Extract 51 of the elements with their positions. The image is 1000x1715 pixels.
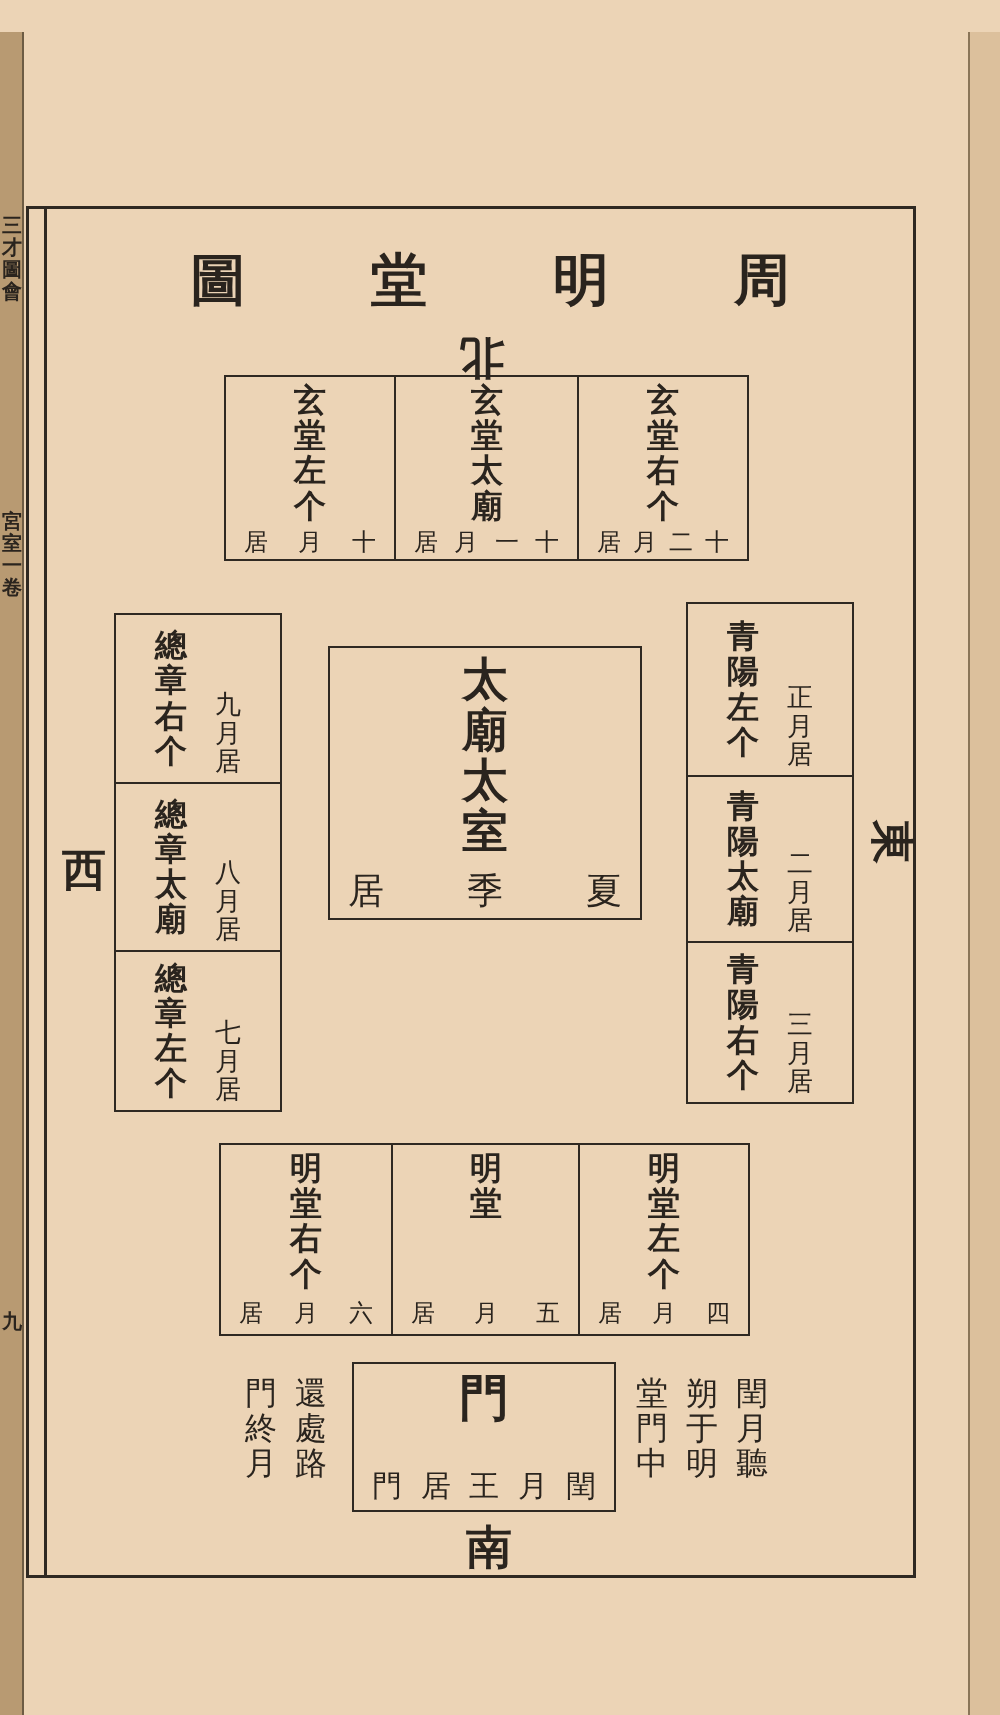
month-label: 十二月居 <box>597 527 729 557</box>
page-number: 九 <box>2 1310 22 1332</box>
month-label: 正月居 <box>787 683 813 769</box>
room-box <box>114 950 282 1112</box>
room-box <box>577 375 749 561</box>
room-name: 太廟太室 <box>462 654 508 857</box>
diagram-title: 周明堂圖 <box>190 246 790 314</box>
room-box <box>686 941 854 1104</box>
month-label: 六月居 <box>239 1299 373 1328</box>
room-box <box>224 375 396 561</box>
room-name: 明堂左个 <box>648 1151 680 1292</box>
room-name: 總章右个 <box>155 628 187 769</box>
room-name: 青陽左个 <box>727 619 759 760</box>
room-box <box>114 782 282 952</box>
room-name: 青陽右个 <box>727 952 759 1093</box>
room-box <box>686 775 854 943</box>
margin-title: 宮室一卷 <box>2 510 22 598</box>
month-label: 四月居 <box>598 1299 730 1328</box>
room-box <box>578 1143 750 1336</box>
month-label: 九月居 <box>215 690 241 776</box>
room-name: 總章太廟 <box>155 796 187 938</box>
direction-label: 北 <box>460 334 504 383</box>
note-text: 閏月聽朔于明堂門中 <box>636 1376 768 1482</box>
room-name: 總章左个 <box>155 960 187 1102</box>
month-label: 七月居 <box>215 1018 241 1104</box>
room-name: 青陽太廟 <box>727 788 759 930</box>
month-label: 三月居 <box>787 1010 813 1096</box>
room-name: 門 <box>459 1370 509 1425</box>
room-name: 玄堂右个 <box>647 383 679 524</box>
room-name: 玄堂左个 <box>294 383 326 524</box>
direction-label: 東 <box>867 820 917 865</box>
room-box <box>328 646 642 920</box>
margin-title: 三才圖會 <box>2 214 22 302</box>
room-box <box>391 1143 580 1336</box>
room-name: 明堂右个 <box>290 1151 322 1292</box>
room-name: 玄堂太廟 <box>470 383 503 524</box>
month-label: 閏月王居門 <box>372 1468 596 1504</box>
room-box <box>686 602 854 777</box>
month-label: 五月居 <box>411 1299 560 1328</box>
room-box <box>219 1143 393 1336</box>
note-text: 還處路門終月 <box>245 1376 327 1482</box>
month-label: 二月居 <box>787 849 813 935</box>
direction-label: 西 <box>62 846 106 895</box>
room-name: 明堂 <box>469 1151 502 1222</box>
month-label: 十一月居 <box>414 527 559 557</box>
room-box <box>114 613 282 784</box>
gate-box <box>352 1362 616 1512</box>
month-label: 夏季居 <box>348 868 622 912</box>
month-label: 十月居 <box>244 527 376 557</box>
direction-label: 南 <box>466 1522 512 1573</box>
month-label: 八月居 <box>215 858 241 944</box>
